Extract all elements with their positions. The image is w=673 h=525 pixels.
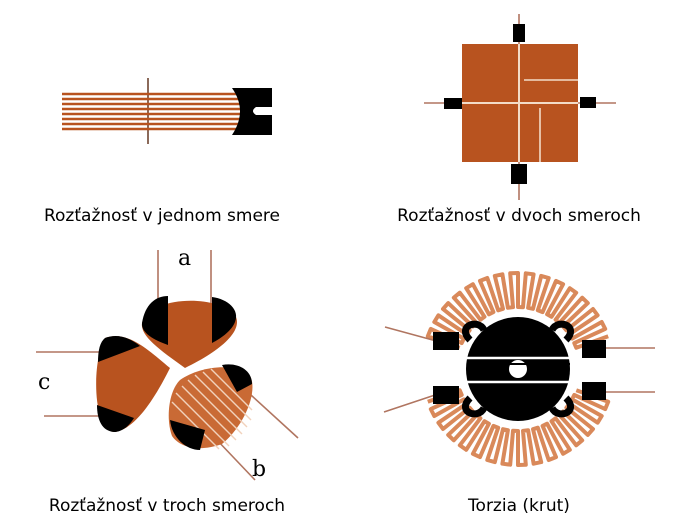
torsion-hooks: [462, 320, 574, 418]
lobe-b-terminal-bottom: [170, 420, 205, 450]
gauge-three-directions: [36, 250, 299, 481]
torsion-terminal-right-top: [582, 340, 606, 358]
caption-one-direction: Rozťažnosť v jednom smere: [43, 206, 280, 226]
label-c: c: [38, 370, 51, 395]
lobe-b-terminal-top: [222, 364, 252, 392]
lobe-c: [96, 336, 170, 432]
terminal-right: [580, 97, 596, 108]
torsion-hole: [509, 360, 527, 378]
grid-lines: [62, 92, 248, 131]
gauge-two-directions: [424, 14, 616, 200]
lobe-b-grid: [171, 368, 253, 450]
lobe-a-terminal-right: [212, 297, 237, 343]
terminal-tab: [232, 88, 272, 135]
torsion-terminal-right-bottom: [582, 382, 606, 400]
gauge-one-direction: [62, 78, 272, 144]
terminal-bottom: [511, 164, 527, 184]
lobe-c-terminal-bottom: [97, 405, 134, 432]
lobe-c-terminal-top: [98, 335, 140, 362]
label-a: a: [178, 246, 192, 271]
lobe-a-terminal-left: [141, 296, 168, 345]
torsion-terminal-left-top: [433, 332, 459, 350]
caption-three-directions: Rozťažnosť v troch smeroch: [48, 496, 286, 516]
gauge-torsion: [383, 271, 655, 467]
label-b: b: [252, 457, 267, 482]
terminal-top: [513, 24, 525, 42]
caption-torsion: Torzia (krut): [468, 496, 570, 516]
terminal-left: [444, 98, 462, 109]
caption-two-directions: Rozťažnosť v dvoch smeroch: [397, 206, 641, 226]
torsion-terminal-left-bottom: [433, 386, 459, 404]
